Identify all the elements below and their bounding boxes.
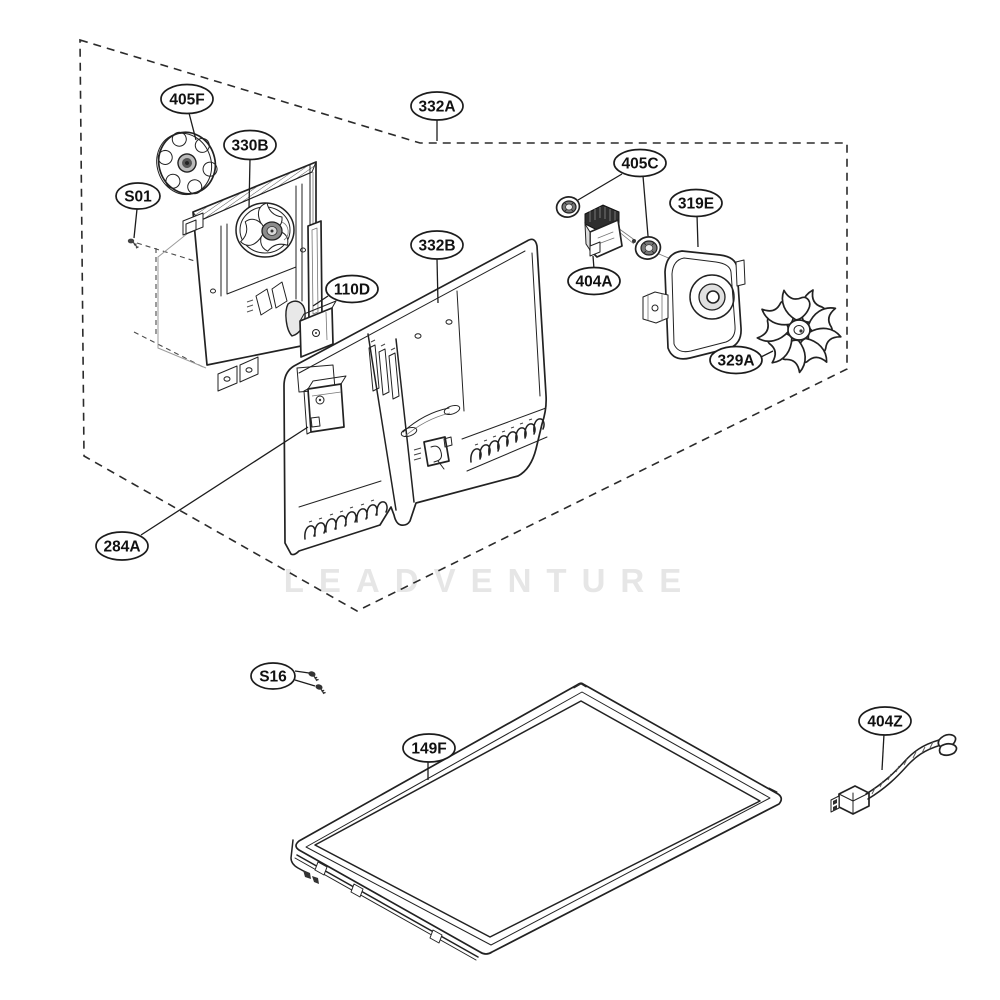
callout-label: 284A [103, 539, 140, 556]
cover-panel-outline [283, 238, 548, 556]
callout-label: S01 [124, 189, 152, 206]
callout-label: 332A [418, 99, 455, 116]
callout-319E[interactable]: 319E [669, 188, 723, 248]
callout-330B[interactable]: 330B [223, 129, 277, 209]
watermark: LEADVENTURE [284, 562, 697, 599]
callout-404A[interactable]: 404A [567, 255, 621, 296]
grommet-left [555, 196, 581, 218]
fan-recess-circle [235, 202, 295, 258]
callout-332B[interactable]: 332B [410, 230, 464, 304]
callout-149F[interactable]: 149F [402, 733, 456, 780]
damper-assembly-284A [296, 364, 347, 435]
part-grommets-405C [555, 196, 686, 266]
callout-label: 404A [575, 274, 612, 291]
grille-panel-tab [182, 212, 204, 236]
callout-label: 329A [717, 353, 754, 370]
grommet-right [634, 236, 662, 260]
callout-329A[interactable]: 329A [709, 345, 774, 375]
callout-label: S16 [259, 669, 287, 686]
mounting-feet [217, 356, 259, 392]
shelf-end-cap [290, 839, 319, 884]
part-duct-rail-110D [299, 220, 337, 358]
part-grille-panel-330B [182, 161, 317, 392]
callout-284A[interactable]: 284A [95, 426, 309, 561]
callout-label: 404Z [867, 714, 903, 731]
callout-label: 319E [678, 196, 714, 213]
callout-label: 405F [169, 92, 204, 109]
shelf-outline [295, 682, 783, 955]
callout-405F[interactable]: 405F [160, 83, 214, 141]
callout-S16[interactable]: S16 [250, 662, 316, 690]
harness-terminals [937, 733, 958, 757]
part-rotor-405F [156, 131, 218, 196]
callout-404Z[interactable]: 404Z [858, 706, 912, 771]
callout-label: 110D [334, 282, 370, 299]
callout-332A[interactable]: 332A [410, 91, 464, 141]
louver-band-left [298, 480, 388, 540]
callout-S01[interactable]: S01 [115, 182, 161, 239]
part-motor-404A [584, 204, 623, 258]
part-screws-S16 [308, 671, 326, 695]
callout-405C[interactable]: 405C [577, 148, 667, 237]
callout-label: 149F [411, 741, 446, 758]
part-motor-housing-319E [642, 250, 746, 360]
housing-side-clip [642, 291, 669, 324]
callout-label: 330B [231, 138, 268, 155]
callout-label: 405C [621, 156, 658, 173]
callout-110D[interactable]: 110D [312, 274, 379, 307]
thermistor-bracket [413, 436, 453, 470]
part-shelf-149F [290, 682, 783, 961]
callout-label: 332B [418, 238, 455, 255]
assembly-boundary-outline [79, 38, 848, 612]
part-screw-S01 [127, 238, 139, 249]
louvre-slots [368, 339, 400, 400]
foam-block-outline [157, 228, 207, 369]
part-fan-blade-329A [750, 281, 846, 378]
part-harness-404Z [830, 733, 958, 815]
shelf-clips [314, 861, 443, 944]
part-cover-panel-332B [283, 238, 548, 556]
louver-band-right [461, 407, 548, 472]
